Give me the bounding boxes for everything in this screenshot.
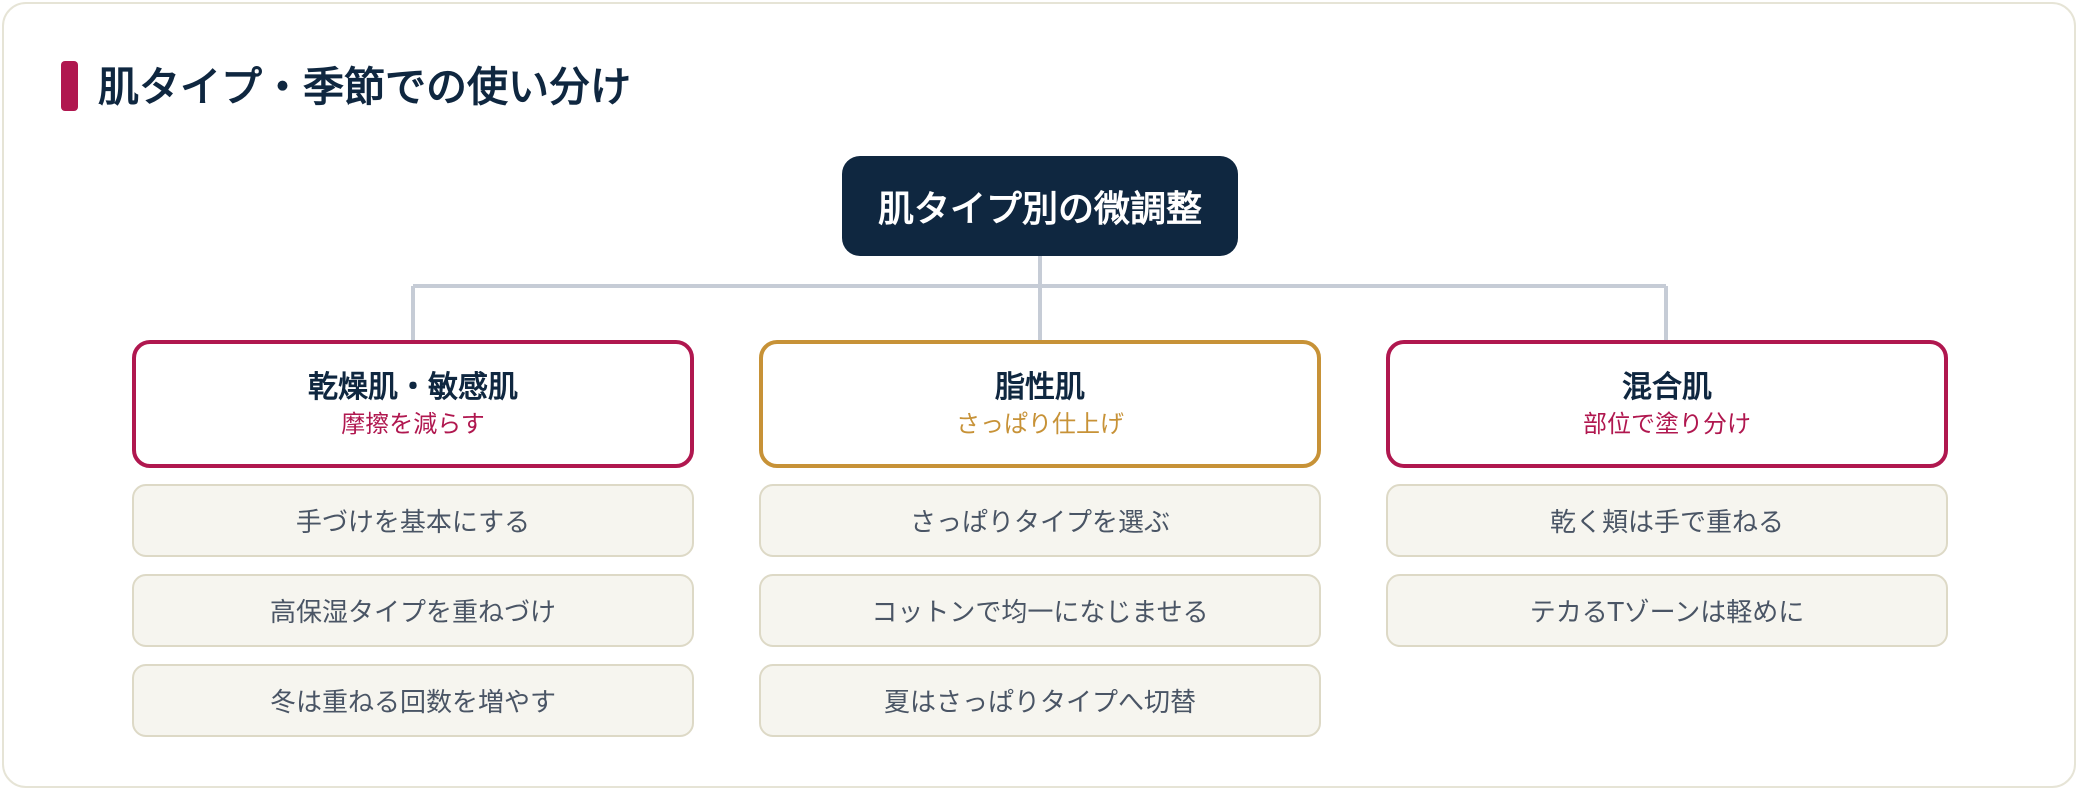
category-combination: 混合肌 部位で塗り分け	[1386, 340, 1948, 468]
category-subtitle: 摩擦を減らす	[341, 410, 485, 438]
title-accent-bar	[61, 61, 78, 111]
tip-item: 手づけを基本にする	[132, 484, 694, 557]
category-title: 混合肌	[1622, 370, 1712, 405]
category-title: 乾燥肌・敏感肌	[308, 370, 518, 405]
category-dry-sensitive: 乾燥肌・敏感肌 摩擦を減らす	[132, 340, 694, 468]
root-node: 肌タイプ別の微調整	[842, 156, 1238, 256]
page-title: 肌タイプ・季節での使い分け	[98, 63, 631, 111]
category-subtitle: 部位で塗り分け	[1583, 410, 1751, 438]
tip-item: 乾く頬は手で重ねる	[1386, 484, 1948, 557]
tip-item: さっぱりタイプを選ぶ	[759, 484, 1321, 557]
category-oily: 脂性肌 さっぱり仕上げ	[759, 340, 1321, 468]
tip-item: 夏はさっぱりタイプへ切替	[759, 664, 1321, 737]
category-title: 脂性肌	[995, 370, 1085, 405]
tip-item: テカるTゾーンは軽めに	[1386, 574, 1948, 647]
tip-item: コットンで均一になじませる	[759, 574, 1321, 647]
tip-item: 高保湿タイプを重ねづけ	[132, 574, 694, 647]
category-subtitle: さっぱり仕上げ	[956, 410, 1124, 438]
tip-item: 冬は重ねる回数を増やす	[132, 664, 694, 737]
